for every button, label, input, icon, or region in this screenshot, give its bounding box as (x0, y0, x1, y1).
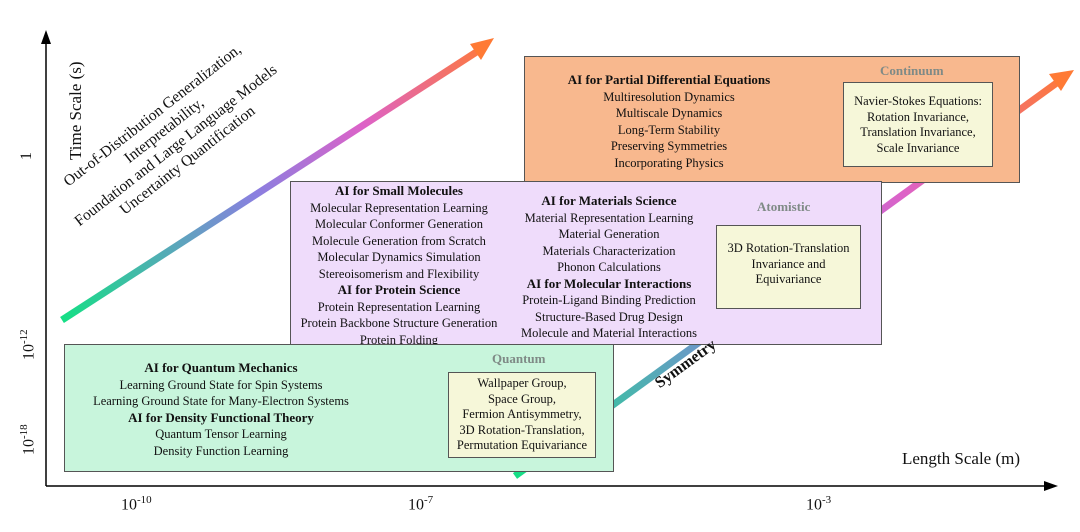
y-axis-label: Time Scale (s) (66, 61, 85, 160)
continuum-symmetry-item: Translation Invariance, (860, 125, 976, 139)
quantum-symmetry-item: Wallpaper Group, (477, 376, 567, 390)
y-tick-1e-12: 10-12 (18, 329, 38, 360)
atomistic-topic-item: Molecule and Material Interactions (521, 326, 697, 340)
atomistic-topic-item: Material Representation Learning (524, 210, 694, 225)
x-axis-label: Length Scale (m) (902, 449, 1021, 468)
continuum-symmetry-item: Navier-Stokes Equations: (854, 94, 982, 108)
y-tick-1e-18: 10-18 (18, 424, 38, 455)
continuum-symmetry-box: Navier-Stokes Equations:Rotation Invaria… (843, 82, 993, 167)
atomistic-topic-heading: AI for Molecular Interactions (526, 275, 692, 291)
continuum-topic-item: Preserving Symmetries (610, 139, 728, 153)
atomistic-symmetry-item: Invariance and (751, 256, 826, 271)
quantum-symmetry-item: 3D Rotation-Translation, (459, 422, 585, 437)
quantum-scale-label: Quantum (492, 351, 546, 366)
axes (41, 30, 1058, 491)
continuum-topic-item: Multiscale Dynamics (615, 106, 723, 120)
quantum-topic-item: Quantum Tensor Learning (155, 427, 287, 441)
x-tick-1e-3: 10-3 (806, 494, 832, 514)
continuum-symmetry-item: Rotation Invariance, (866, 109, 970, 124)
y-tick-1: 1 (18, 152, 35, 160)
atomistic-topic-heading: AI for Materials Science (541, 193, 677, 208)
atomistic-scale-label: Atomistic (757, 199, 811, 214)
atomistic-topic-item: Molecular Representation Learning (310, 200, 488, 215)
atomistic-topic-item: Phonon Calculations (557, 260, 661, 274)
atomistic-topic-item: Protein Representation Learning (317, 299, 481, 314)
quantum-topic-item: Learning Ground State for Spin Systems (119, 377, 323, 392)
quantum-topic-item: Learning Ground State for Many-Electron … (93, 394, 349, 408)
continuum-topic-item: Incorporating Physics (614, 155, 724, 170)
atomistic-symmetry-item: 3D Rotation-Translation (727, 241, 850, 255)
atomistic-topic-item: Material Generation (558, 227, 660, 241)
x-tick-1e-7: 10-7 (408, 494, 434, 514)
challenge-arrow (60, 38, 494, 323)
continuum-topic-heading: AI for Partial Differential Equations (567, 72, 771, 87)
atomistic-topic-heading: AI for Small Molecules (335, 183, 463, 198)
atomistic-topic-item: Molecule Generation from Scratch (312, 233, 486, 248)
quantum-topic-item: Density Function Learning (153, 443, 289, 458)
continuum-scale-label: Continuum (880, 63, 944, 78)
quantum-symmetry-item: Space Group, (487, 391, 557, 406)
quantum-topic-heading: AI for Quantum Mechanics (144, 360, 298, 375)
atomistic-topic-item: Materials Characterization (542, 243, 676, 258)
atomistic-topic-item: Molecular Dynamics Simulation (317, 250, 481, 264)
atomistic-symmetry-item: Equivariance (755, 272, 822, 286)
atomistic-topic-item: Stereoisomerism and Flexibility (318, 266, 480, 281)
continuum-topic-item: Multiresolution Dynamics (603, 89, 735, 104)
quantum-symmetry-box: Wallpaper Group,Space Group,Fermion Anti… (448, 372, 596, 458)
x-tick-1e-10: 10-10 (121, 494, 152, 514)
quantum-symmetry-item: Permutation Equivariance (456, 438, 588, 452)
continuum-topic-item: Long-Term Stability (617, 122, 721, 137)
quantum-symmetry-item: Fermion Antisymmetry, (462, 407, 582, 421)
atomistic-topic-item: Molecular Conformer Generation (315, 217, 483, 231)
atomistic-topic-item: Protein-Ligand Binding Prediction (522, 293, 696, 307)
atomistic-topic-item: Protein Backbone Structure Generation (300, 316, 498, 330)
atomistic-topic-item: Protein Folding (359, 332, 439, 347)
continuum-symmetry-item: Scale Invariance (876, 140, 960, 155)
atomistic-topic-item: Structure-Based Drug Design (535, 309, 683, 324)
atomistic-topic-heading: AI for Protein Science (337, 282, 461, 297)
quantum-topic-heading: AI for Density Functional Theory (128, 409, 314, 425)
